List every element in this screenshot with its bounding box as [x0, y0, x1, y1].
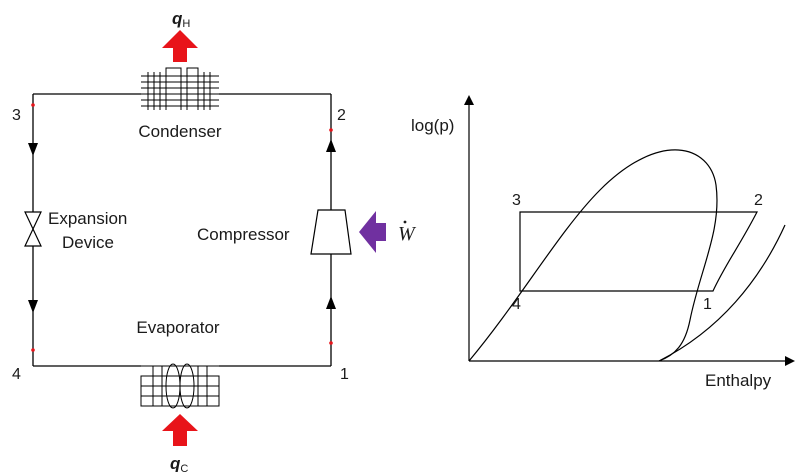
ph-point-2: 2: [754, 192, 763, 209]
node-1: [329, 341, 333, 345]
state-nodes: [31, 103, 333, 352]
expansion-valve-icon: [24, 211, 42, 247]
ph-point-1: 1: [703, 296, 712, 313]
ph-point-3: 3: [512, 192, 521, 209]
flow-arrow-left-upper: [28, 143, 38, 156]
compressor-icon: [310, 209, 352, 255]
node-3: [31, 103, 35, 107]
ph-diagram: [464, 95, 795, 366]
work-dot: [403, 220, 407, 224]
condenser-label: Condenser: [138, 122, 222, 141]
ph-cycle-path: [519, 211, 758, 292]
heat-out-arrow: [162, 30, 198, 62]
cycle-point-1: 1: [340, 366, 349, 383]
cycle-point-4: 4: [12, 366, 21, 383]
evaporator-label: Evaporator: [136, 318, 219, 337]
saturation-dome: [468, 149, 718, 362]
heat-in-label: qC: [170, 454, 188, 472]
flow-arrow-left-lower: [28, 300, 38, 313]
evaporator-coil: [140, 363, 220, 409]
compression-curve: [658, 224, 786, 362]
ph-y-axis-label: log(p): [411, 116, 454, 135]
ph-x-axis-label: Enthalpy: [705, 371, 772, 390]
heat-out-label: qH: [172, 9, 190, 30]
expansion-label-line2: Device: [62, 233, 114, 252]
expansion-label-line1: Expansion: [48, 209, 127, 228]
condenser-coil: [141, 67, 219, 110]
ph-point-4: 4: [512, 296, 521, 313]
compressor-label: Compressor: [197, 225, 290, 244]
node-4: [31, 348, 35, 352]
flow-arrow-right-lower: [326, 296, 336, 309]
work-label: W: [398, 223, 417, 245]
cycle-point-3: 3: [12, 107, 21, 124]
node-2: [329, 128, 333, 132]
heat-in-arrow: [162, 414, 198, 446]
flow-arrow-right-upper: [326, 139, 336, 152]
flow-arrows: [28, 139, 336, 313]
cycle-point-2: 2: [337, 107, 346, 124]
work-input-arrow: [359, 211, 386, 253]
